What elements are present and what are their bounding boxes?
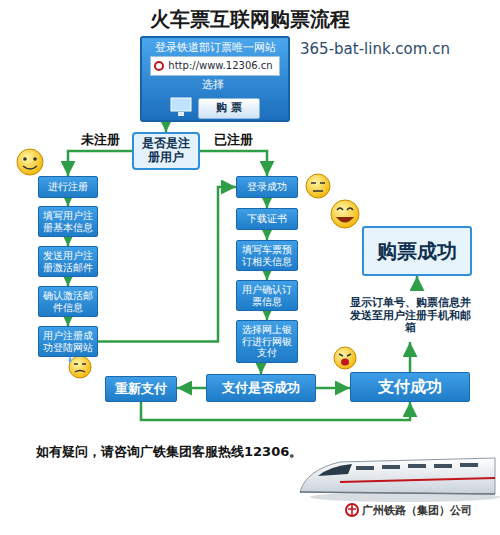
process-box: 登录成功 xyxy=(236,176,298,198)
logo-icon xyxy=(346,504,358,516)
process-box: 支付成功 xyxy=(350,372,470,402)
flow-arrow xyxy=(67,277,70,286)
node-text: 选择网上银行进行网银支付 xyxy=(240,324,294,359)
flow-arrow xyxy=(316,387,350,390)
process-box: 选择网上银行进行网银支付 xyxy=(236,320,298,363)
flow-arrow xyxy=(141,402,410,420)
process-box: 发送用户注册激活邮件 xyxy=(38,246,98,277)
flow-arrow xyxy=(67,237,70,246)
smiley-icon xyxy=(306,174,330,198)
decision-box: 是否是注册用户 xyxy=(132,132,200,170)
node-text: 用户确认订票信息 xyxy=(240,284,294,307)
monitor-icon xyxy=(170,97,192,117)
flow-arrow xyxy=(266,230,269,240)
node-text: 支付是否成功 xyxy=(222,381,300,396)
smiley-icon xyxy=(334,347,356,369)
node-text: 用户注册成功登陆网站 xyxy=(42,330,94,353)
node-text: 登录成功 xyxy=(247,181,287,193)
flow-arrow xyxy=(177,387,206,390)
site-panel: 登录铁道部订票唯一网站选择 http://www.12306.cn 购 票 xyxy=(140,36,290,122)
sweat-smiley-icon xyxy=(69,356,92,378)
flow-arrow xyxy=(260,363,263,374)
flow-arrow xyxy=(200,151,267,176)
process-box: 用户确认订票信息 xyxy=(236,280,298,311)
node-text: 填写车票预订相关信息 xyxy=(240,244,294,267)
process-box: 下载证书 xyxy=(236,208,298,230)
browser-icon xyxy=(154,61,164,71)
flow-arrow xyxy=(67,198,70,206)
node-text: 发送用户注册激活邮件 xyxy=(42,250,94,273)
node-text: 下载证书 xyxy=(247,213,287,225)
smiley-icon xyxy=(17,149,43,175)
process-box: 重新支付 xyxy=(105,376,177,402)
smiley-icon xyxy=(331,200,359,228)
footer-note: 如有疑问，请咨询广铁集团客服热线12306。 xyxy=(36,443,302,461)
node-text: 是否是注册用户 xyxy=(137,137,195,165)
watermark: 365-bat-link.com.cn xyxy=(300,40,450,58)
flow-arrow xyxy=(266,198,269,208)
flow-arrow xyxy=(409,342,412,372)
node-text: 显示订单号、购票信息并发送至用户注册手机和邮箱 xyxy=(348,297,472,335)
node-text: 重新支付 xyxy=(115,382,167,397)
node-text: 登录铁道部订票唯一网站 xyxy=(142,42,288,55)
url-box: http://www.12306.cn xyxy=(150,56,280,76)
process-box: 购票成功 xyxy=(362,226,472,276)
flow-arrow xyxy=(165,122,168,132)
result-note: 显示订单号、购票信息并发送至用户注册手机和邮箱 xyxy=(345,290,475,342)
flow-arrow xyxy=(68,151,132,176)
process-box: 进行注册 xyxy=(38,176,98,198)
flow-arrow xyxy=(266,311,269,320)
diagram-title: 火车票互联网购票流程 xyxy=(0,6,500,33)
flow-arrow xyxy=(98,187,236,342)
process-box: 填写车票预订相关信息 xyxy=(236,240,298,271)
edge-label: 已注册 xyxy=(212,131,255,149)
process-box: 填写用户注册基本信息 xyxy=(38,206,98,237)
node-text: 支付成功 xyxy=(378,378,442,396)
node-text: 购 票 xyxy=(216,102,242,115)
process-box: 支付是否成功 xyxy=(206,374,316,402)
node-text: 购票成功 xyxy=(377,240,457,263)
buy-button: 购 票 xyxy=(198,98,260,119)
node-text: 进行注册 xyxy=(48,181,88,193)
process-box: 确认激活邮件信息 xyxy=(38,286,98,317)
flow-arrow xyxy=(416,276,419,290)
node-text: 填写用户注册基本信息 xyxy=(42,210,94,233)
company-logo-text: 广州铁路（集团）公司 xyxy=(362,503,472,518)
node-text: http://www.12306.cn xyxy=(168,60,272,72)
process-box: 用户注册成功登陆网站 xyxy=(38,326,98,357)
flow-arrow xyxy=(266,271,269,280)
node-text: 选择 xyxy=(142,79,288,92)
node-text: 确认激活邮件信息 xyxy=(42,290,94,313)
edge-label: 未注册 xyxy=(79,131,122,149)
flow-arrow xyxy=(67,317,70,326)
train-illustration xyxy=(300,458,500,502)
